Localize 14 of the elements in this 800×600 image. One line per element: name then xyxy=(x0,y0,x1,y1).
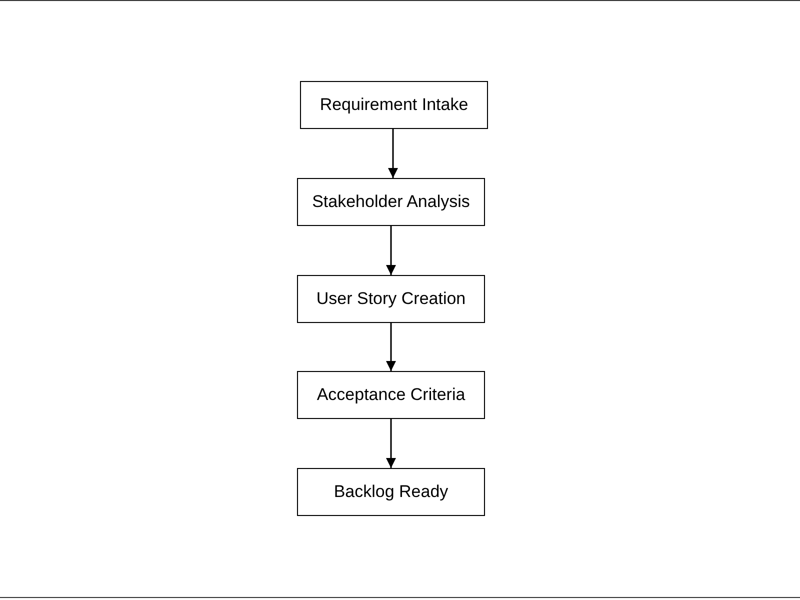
arrow xyxy=(388,129,398,178)
arrow xyxy=(386,323,396,371)
box-label: Backlog Ready xyxy=(334,481,448,504)
box-label: Requirement Intake xyxy=(320,94,468,116)
process-box xyxy=(297,371,485,419)
arrow xyxy=(386,226,396,275)
process-box xyxy=(297,275,485,323)
box-label: User Story Creation xyxy=(316,288,466,310)
box-label: Stakeholder Analysis xyxy=(312,191,470,214)
arrow xyxy=(386,419,396,468)
process-box xyxy=(300,81,488,129)
box-label: Acceptance Criteria xyxy=(316,384,466,406)
process-box xyxy=(297,468,485,516)
process-box xyxy=(297,178,485,226)
